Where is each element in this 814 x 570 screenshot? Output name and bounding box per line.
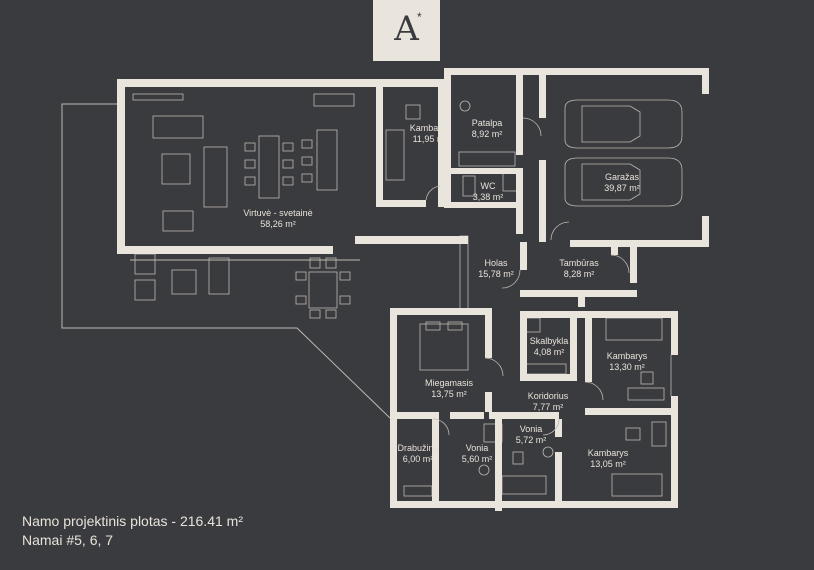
- room-area: 13,05 m²: [590, 459, 626, 469]
- room-label-vonia-1: Vonia 5,72 m²: [516, 424, 547, 446]
- room-label-kambarys-1: Kambarys 11,95 m²: [410, 123, 451, 145]
- room-name: Miegamasis: [424, 378, 474, 388]
- room-name: Holas: [484, 258, 508, 268]
- room-area: 4,08 m²: [533, 347, 565, 357]
- room-name: Skalbykla: [529, 336, 569, 346]
- total-area-text: Namo projektinis plotas - 216.41 m²: [22, 513, 243, 529]
- room-name: Kambarys: [587, 448, 629, 458]
- room-area: 3,38 m²: [472, 192, 504, 202]
- room-name: Kambarys: [606, 351, 648, 361]
- logo-star-icon: *: [417, 10, 422, 24]
- room-label-koridorius: Koridorius 7,77 m²: [528, 391, 569, 413]
- room-name: Patalpa: [471, 118, 503, 128]
- room-name: Koridorius: [527, 391, 569, 401]
- room-name: Tambūras: [559, 258, 599, 268]
- brand-logo: A *: [373, 0, 440, 61]
- room-area: 5,72 m²: [515, 435, 547, 445]
- room-name: Garažas: [604, 172, 639, 182]
- room-label-miegamasis: Miegamasis 13,75 m²: [425, 378, 473, 400]
- logo-letter: A: [394, 9, 419, 49]
- room-name: Kambarys: [409, 123, 451, 133]
- houses-text: Namai #5, 6, 7: [22, 532, 114, 548]
- furniture: [132, 93, 683, 497]
- room-area: 5,60 m²: [461, 454, 493, 464]
- room-area: 8,92 m²: [471, 129, 503, 139]
- room-name: Virtuvė - svetainė: [243, 208, 313, 218]
- terrace-outline: [61, 103, 391, 419]
- room-area: 11,95 m²: [412, 134, 448, 144]
- room-label-garazas: Garažas 39,87 m²: [604, 172, 640, 194]
- room-label-virtuve: Virtuvė - svetainė 58,26 m²: [243, 208, 312, 230]
- room-area: 6,00 m²: [402, 454, 434, 464]
- room-area: 8,28 m²: [563, 269, 595, 279]
- room-area: 13,75 m²: [431, 389, 467, 399]
- room-label-holas: Holas 15,78 m²: [478, 258, 514, 280]
- room-area: 13,30 m²: [609, 362, 645, 372]
- room-label-drabuzine: Drabužinė 6,00 m²: [397, 443, 438, 465]
- room-label-tamburas: Tambūras 8,28 m²: [559, 258, 599, 280]
- room-name: Vonia: [519, 424, 543, 434]
- room-name: Drabužinė: [397, 443, 439, 453]
- room-label-patalpa: Patalpa 8,92 m²: [472, 118, 503, 140]
- room-label-kambarys-2: Kambarys 13,30 m²: [607, 351, 648, 373]
- room-label-wc: WC 3,38 m²: [473, 181, 504, 203]
- room-label-vonia-2: Vonia 5,60 m²: [462, 443, 493, 465]
- room-label-kambarys-3: Kambarys 13,05 m²: [588, 448, 629, 470]
- room-area: 7,77 m²: [532, 402, 564, 412]
- door-swings: [425, 117, 672, 436]
- room-name: WC: [480, 181, 496, 191]
- room-area: 15,78 m²: [478, 269, 514, 279]
- room-area: 39,87 m²: [604, 183, 640, 193]
- room-name: Vonia: [465, 443, 489, 453]
- room-label-skalbykla: Skalbykla 4,08 m²: [530, 336, 569, 358]
- room-area: 58,26 m²: [260, 219, 296, 229]
- walls: [117, 68, 709, 511]
